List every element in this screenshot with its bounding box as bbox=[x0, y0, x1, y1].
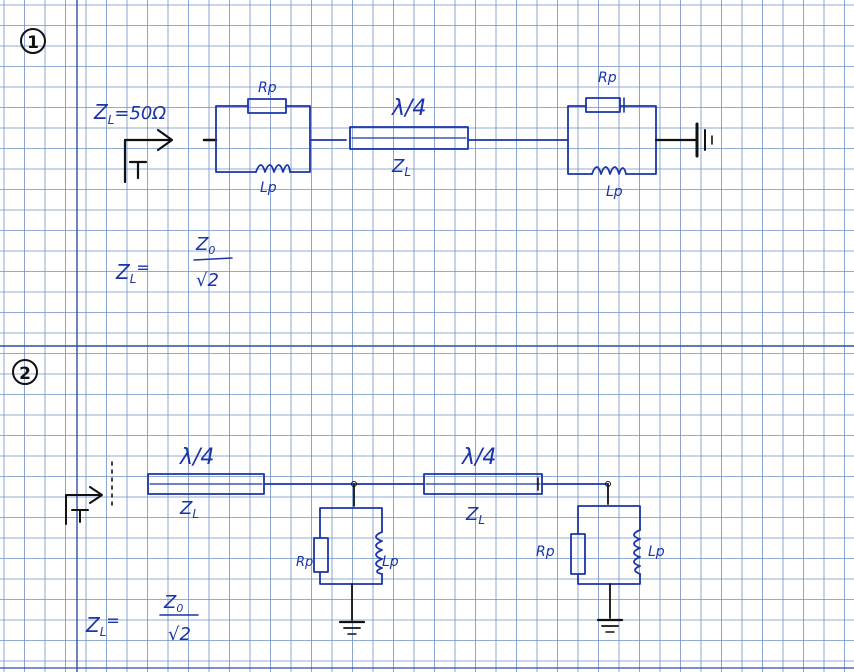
formula-2-lhs: ZL= bbox=[85, 611, 120, 639]
formula-2: ZL= Z0 √2 bbox=[85, 592, 199, 645]
formula-1-numerator: Z0 bbox=[195, 234, 215, 257]
section-2-number-circle bbox=[12, 359, 38, 385]
resistor-rp-mid bbox=[313, 537, 329, 573]
formula-1-denominator: √2 bbox=[196, 270, 219, 291]
line-2a-impedance-label: ZL bbox=[179, 498, 199, 521]
inductor-lp-left bbox=[255, 164, 291, 173]
source-port-symbol-2 bbox=[65, 461, 113, 525]
line-2b-length-label: λ/4 bbox=[461, 445, 496, 470]
ground-icon-end bbox=[596, 618, 624, 633]
rp-right-label: Rp bbox=[598, 70, 617, 86]
transmission-line-2b bbox=[423, 473, 609, 495]
section-2-number: 2 bbox=[19, 364, 31, 384]
section-2: 2 λ/4 ZL Rp Lp bbox=[12, 359, 665, 645]
line-2a-length-label: λ/4 bbox=[179, 445, 214, 470]
formula-2-numerator: Z0 bbox=[163, 592, 183, 615]
inductor-lp-end bbox=[633, 529, 641, 575]
lp-mid-label: Lp bbox=[382, 554, 399, 570]
inductor-lp-mid bbox=[375, 531, 383, 575]
line-1-length-label: λ/4 bbox=[391, 96, 426, 121]
shunt-rl-mid bbox=[313, 481, 383, 621]
rp-left-label: Rp bbox=[258, 80, 277, 96]
rp-end-label: Rp bbox=[536, 544, 555, 560]
section-1-number: 1 bbox=[27, 33, 39, 53]
lp-right-label: Lp bbox=[606, 184, 623, 200]
ground-icon-section-1 bbox=[695, 122, 713, 158]
formula-1-lhs: ZL= bbox=[115, 258, 150, 286]
line-1-impedance-label: ZL bbox=[391, 156, 411, 179]
resistor-rp-left bbox=[247, 98, 287, 114]
transmission-line-1 bbox=[349, 126, 569, 150]
parallel-rl-right bbox=[567, 97, 698, 175]
shunt-rl-end bbox=[570, 481, 641, 619]
section-1: 1 ZL=50Ω Rp Lp λ/4 ZL bbox=[20, 28, 713, 291]
resistor-rp-right bbox=[585, 97, 621, 113]
formula-2-denominator: √2 bbox=[168, 624, 191, 645]
lp-left-label: Lp bbox=[260, 180, 277, 196]
formula-1: ZL= Z0 √2 bbox=[115, 234, 233, 291]
parallel-rl-left bbox=[202, 98, 347, 173]
line-2b-impedance-label: ZL bbox=[465, 504, 485, 527]
lp-end-label: Lp bbox=[648, 544, 665, 560]
ground-icon-mid bbox=[338, 620, 366, 635]
source-port-symbol bbox=[123, 128, 174, 184]
inductor-lp-right bbox=[591, 166, 627, 175]
transmission-line-2a bbox=[147, 473, 425, 495]
source-impedance-label: ZL=50Ω bbox=[93, 100, 166, 127]
resistor-rp-end bbox=[570, 533, 586, 575]
section-1-number-circle bbox=[20, 28, 46, 54]
rp-mid-label: Rp bbox=[296, 555, 313, 570]
